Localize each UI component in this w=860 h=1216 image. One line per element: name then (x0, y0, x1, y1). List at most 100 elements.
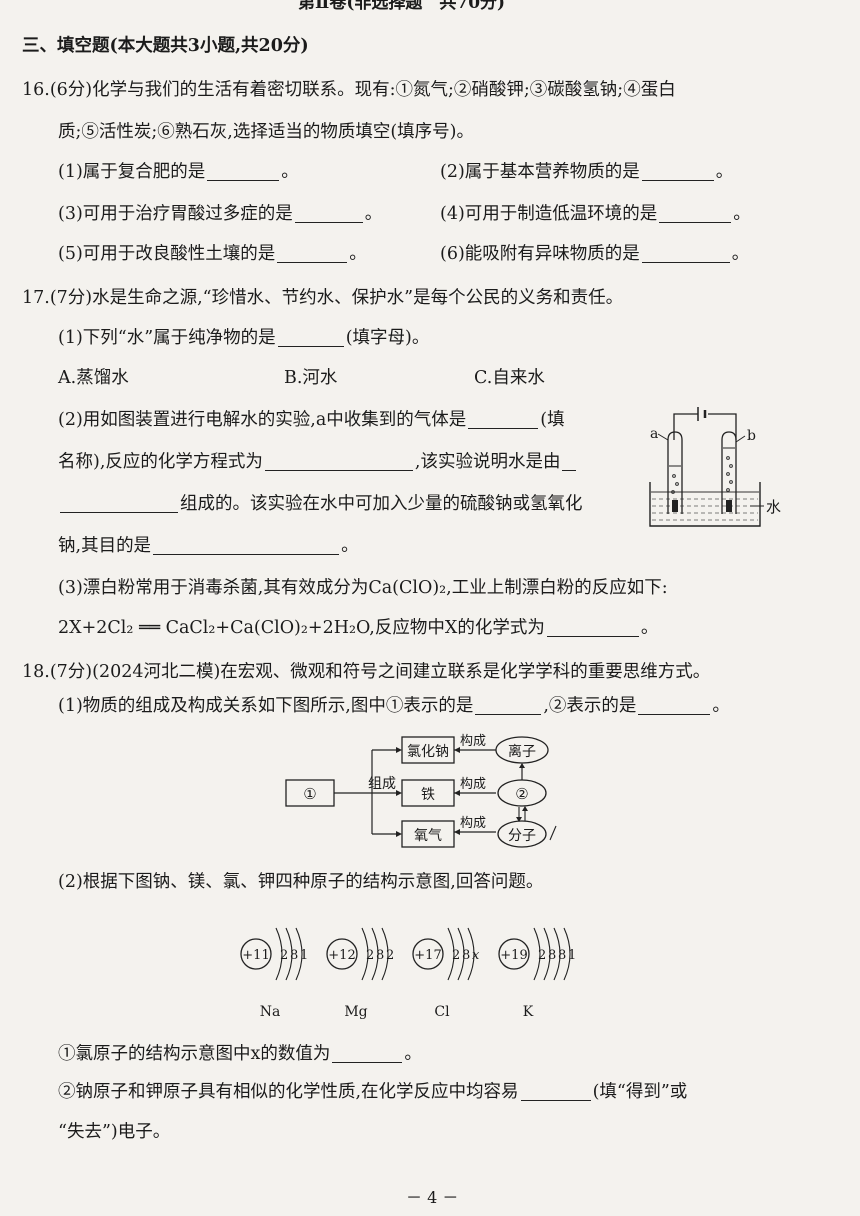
answer-blank[interactable] (153, 536, 340, 555)
answer-blank[interactable] (520, 1082, 591, 1101)
section-title: 三、填空题(本大题共3小题,共20分) (22, 36, 309, 56)
electron-shell-arc (371, 927, 379, 981)
electron-shell-arc (295, 927, 303, 981)
nucleus-charge: +12 (328, 948, 355, 963)
q16-part3: (3)可用于治疗胃酸过多症的是。 (58, 204, 383, 224)
q18-part2-2-line1: ②钠原子和钾原子具有相似的化学性质,在化学反应中均容易(填“得到”或 (58, 1082, 688, 1102)
answer-blank[interactable] (659, 204, 732, 223)
electron-shell-arc (275, 927, 283, 981)
electron-count: 2 (366, 948, 374, 963)
diagram-box-1: ① (303, 785, 316, 803)
answer-blank[interactable] (60, 494, 178, 513)
diagram-molecule: 分子 (508, 828, 536, 844)
q17-part3-line1: (3)漂白粉常用于消毒杀菌,其有效成分为Ca(ClO)₂,工业上制漂白粉的反应如… (58, 578, 668, 598)
electron-count: x (472, 948, 480, 963)
electron-shell-arc (285, 927, 293, 981)
q16-stem-line2: 质;⑤活性炭;⑥熟石灰,选择适当的物质填空(填序号)。 (58, 122, 475, 142)
test-tube-a (667, 431, 683, 514)
answer-blank[interactable] (468, 410, 539, 429)
label-a: a (650, 426, 658, 442)
answer-blank[interactable] (264, 452, 413, 471)
electron-shell-arc (467, 927, 475, 981)
electron-shell-arc (457, 927, 465, 981)
q18-part2-1: ①氯原子的结构示意图中x的数值为。 (58, 1044, 422, 1064)
answer-blank[interactable] (277, 244, 348, 263)
element-symbol: Cl (434, 1004, 450, 1020)
diagram-goucheng-2: 构成 (460, 777, 486, 792)
electron-shell-arc (553, 927, 561, 981)
diagram-circle-2: ② (515, 785, 528, 803)
q17-part3-line2: 2X+2Cl₂ ══ CaCl₂+Ca(ClO)₂+2H₂O,反应物中X的化学式… (58, 618, 659, 638)
page-number: － 4 － (406, 1188, 459, 1207)
diagram-nacl: 氯化钠 (407, 744, 449, 760)
q16-part2: (2)属于基本营养物质的是。 (440, 162, 734, 182)
electron-count: 2 (538, 948, 546, 963)
electron-count: 1 (300, 948, 308, 963)
q16-part1: (1)属于复合肥的是。 (58, 162, 299, 182)
nucleus-circle (326, 938, 358, 970)
nucleus-charge: +11 (242, 948, 269, 963)
q17-option-b: B.河水 (284, 368, 338, 388)
element-symbol: Mg (344, 1004, 367, 1020)
nucleus-circle (498, 938, 530, 970)
answer-blank[interactable] (475, 696, 542, 715)
answer-blank[interactable] (546, 618, 639, 637)
q17-option-a: A.蒸馏水 (58, 368, 129, 388)
diagram-ion: 离子 (508, 743, 536, 760)
electron-count: 8 (376, 948, 384, 963)
q16-part4: (4)可用于制造低温环境的是。 (440, 204, 751, 224)
q16-stem-line1: 16.(6分)化学与我们的生活有着密切联系。现有:①氮气;②硝酸钾;③碳酸氢钠;… (22, 80, 676, 100)
electron-shell-arc (563, 927, 571, 981)
diagram-o2: 氧气 (414, 828, 442, 844)
electron-count: 2 (452, 948, 460, 963)
electron-count: 1 (568, 948, 576, 963)
q16-part5: (5)可用于改良酸性土壤的是。 (58, 244, 367, 264)
q17-part2-line3: 组成的。该实验在水中可加入少量的硫酸钠或氢氧化 (58, 492, 583, 516)
label-b: b (747, 428, 756, 444)
answer-blank[interactable] (641, 162, 714, 181)
answer-blank[interactable] (638, 696, 711, 715)
test-tube-b (721, 431, 737, 514)
q17-part2-line1: (2)用如图装置进行电解水的实验,a中收集到的气体是(填 (58, 410, 565, 430)
q17-stem: 17.(7分)水是生命之源,“珍惜水、节约水、保护水”是每个公民的义务和责任。 (22, 288, 624, 308)
electron-count: 8 (290, 948, 298, 963)
electron-shell-arc (381, 927, 389, 981)
electron-count: 8 (548, 948, 556, 963)
nucleus-charge: +17 (414, 948, 441, 963)
exam-part-header: 第Ⅱ卷(非选择题 共70分) (298, 0, 506, 13)
answer-blank[interactable] (562, 452, 577, 471)
electron-shell-arc (533, 927, 541, 981)
diagram-label-zucheng: 组成 (368, 776, 396, 792)
q18-part2-2-line2: “失去”)电子。 (58, 1122, 171, 1142)
answer-blank[interactable] (277, 328, 344, 347)
electron-shell-arc (543, 927, 551, 981)
answer-blank[interactable] (641, 244, 730, 263)
electron-shell-arc (447, 927, 455, 981)
q16-part6: (6)能吸附有异味物质的是。 (440, 244, 750, 264)
q17-option-c: C.自来水 (474, 368, 545, 388)
element-symbol: Na (260, 1004, 281, 1020)
nucleus-circle (240, 938, 272, 970)
q18-part2: (2)根据下图钠、镁、氯、钾四种原子的结构示意图,回答问题。 (58, 872, 544, 892)
q18-stem: 18.(7分)(2024河北二模)在宏观、微观和符号之间建立联系是化学学科的重要… (22, 662, 711, 682)
electrolysis-apparatus-figure: a b 水 (649, 407, 781, 527)
q18-part1: (1)物质的组成及构成关系如下图所示,图中①表示的是,②表示的是。 (58, 696, 730, 716)
electron-shell-arc (361, 927, 369, 981)
water-trough (649, 482, 761, 527)
diagram-goucheng-1: 构成 (460, 734, 486, 749)
composition-diagram: ① 组成 氯化钠 铁 氧气 构成 构成 构成 离子 ② 分子 (285, 734, 557, 848)
label-water: 水 (766, 498, 781, 516)
diagram-fe: 铁 (421, 787, 435, 803)
answer-blank[interactable] (207, 162, 280, 181)
answer-blank[interactable] (332, 1044, 403, 1063)
answer-blank[interactable] (294, 204, 363, 223)
nucleus-charge: +19 (500, 948, 527, 963)
electron-count: 2 (280, 948, 288, 963)
electron-count: 8 (462, 948, 470, 963)
electron-count: 8 (558, 948, 566, 963)
